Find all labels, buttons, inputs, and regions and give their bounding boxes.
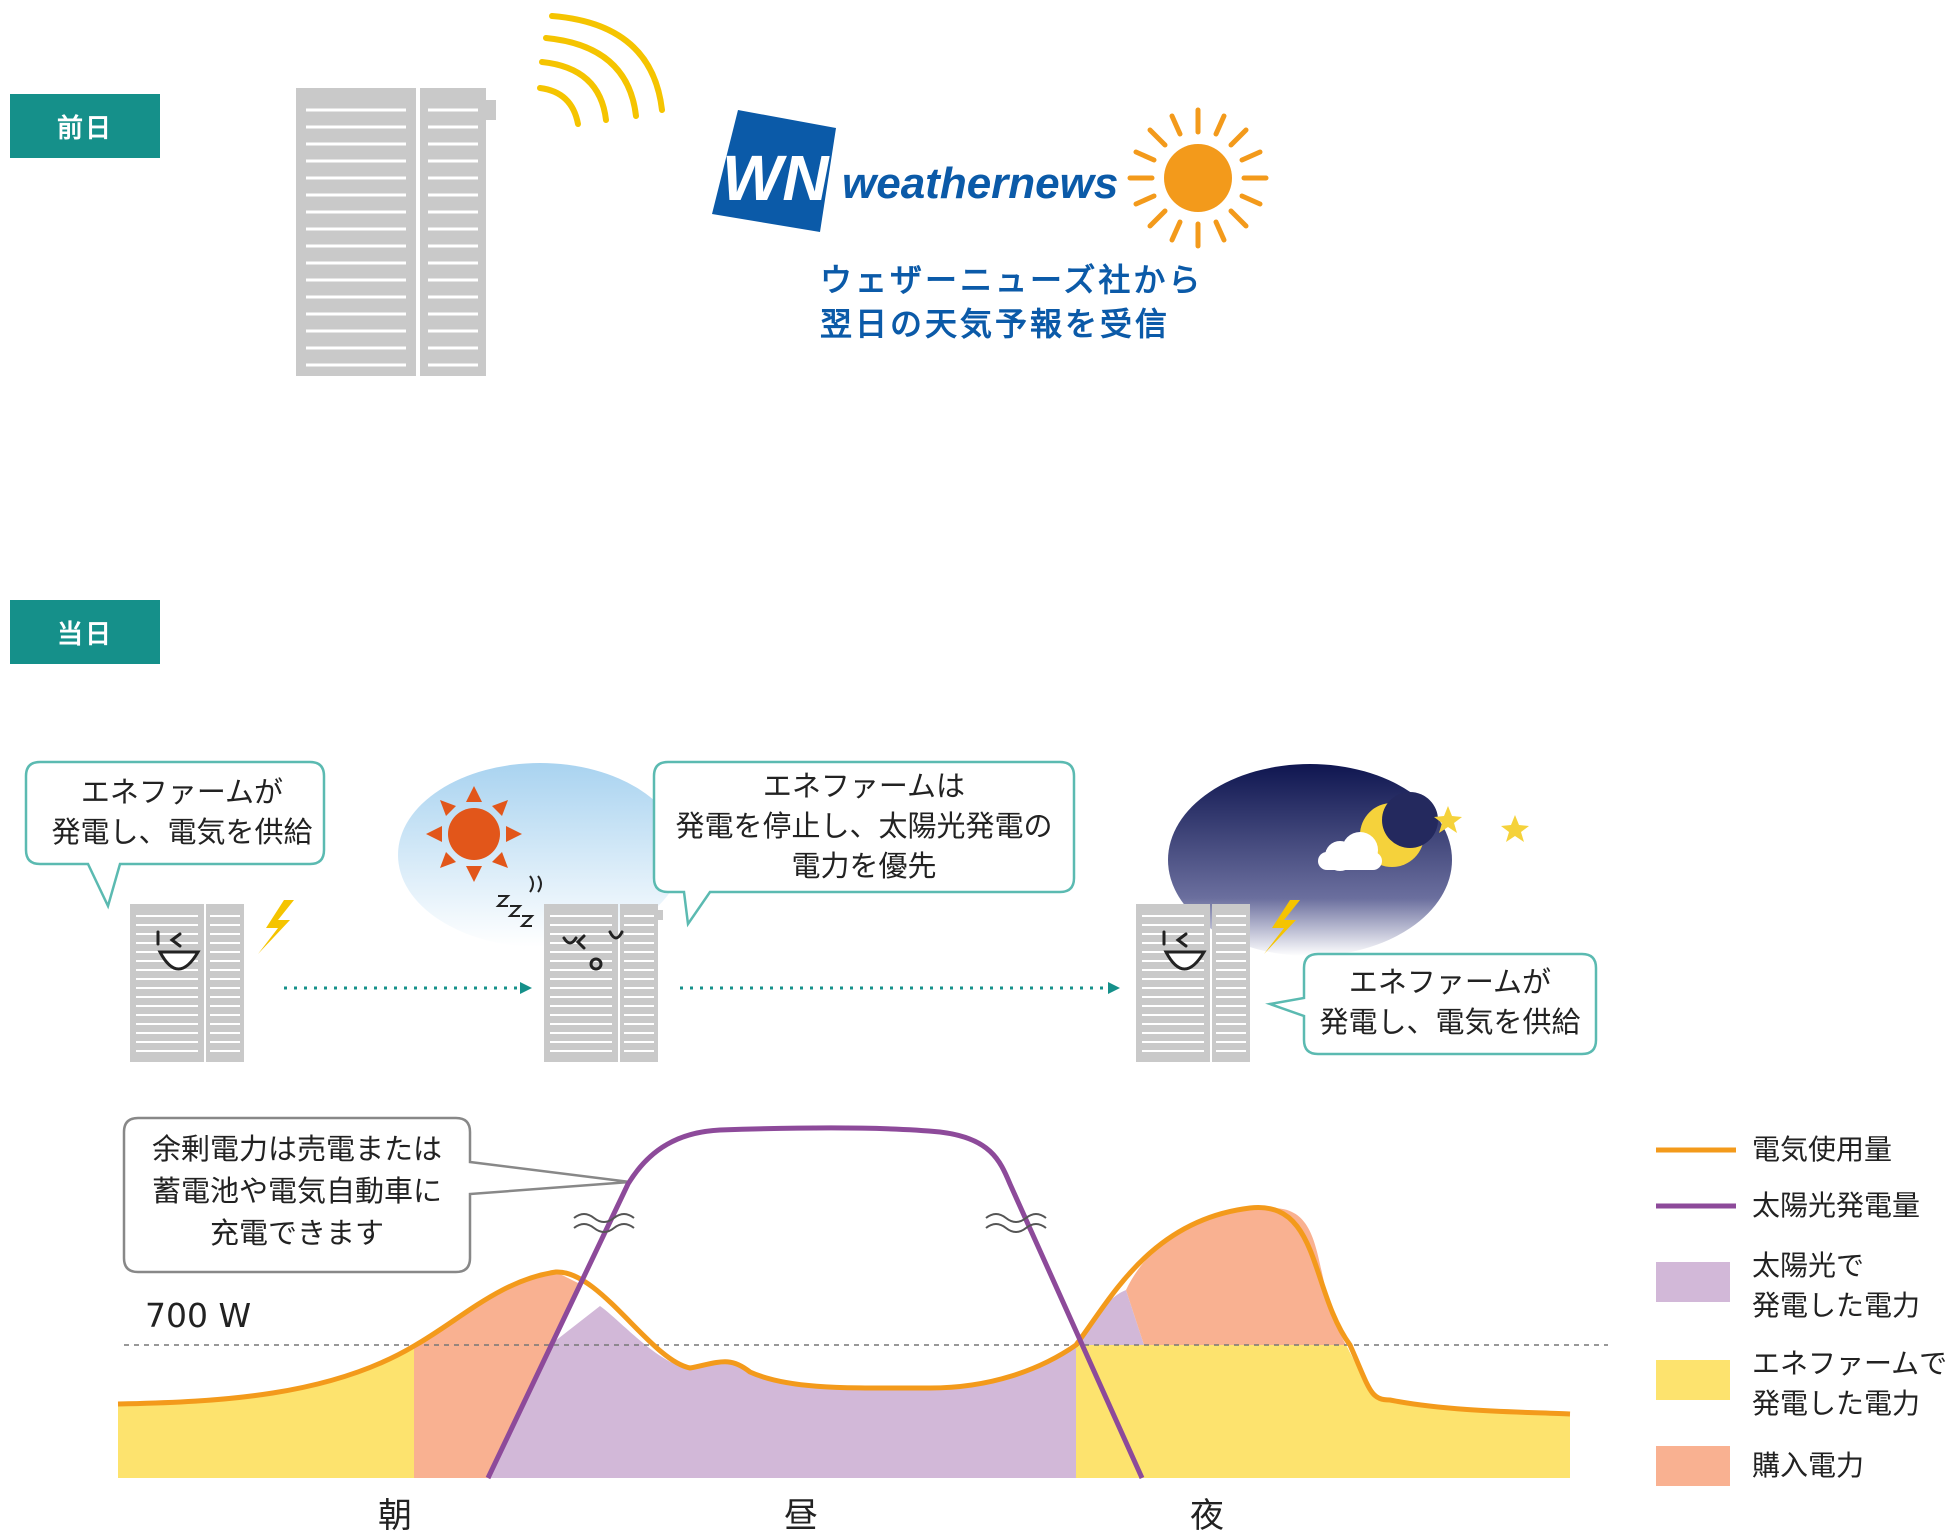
purchase-area [414, 1272, 580, 1478]
speech-bubble [652, 760, 1076, 928]
bubble-line: 発電し、電気を供給 [51, 815, 313, 849]
happy-face [156, 930, 201, 971]
period-noon: 昼 [784, 1496, 818, 1536]
bubble-line: 蓄電池や電気自動車に [151, 1174, 442, 1208]
bubble-line: 充電できます [209, 1216, 384, 1250]
bubble-line: 発電を停止し、太陽光発電の [675, 809, 1053, 843]
enefarm-unit-icon [1136, 904, 1250, 1062]
flow-arrow [284, 982, 532, 994]
weathernews-logo: WN weathernews [712, 110, 1118, 232]
legend-line: エネファームで [1752, 1347, 1948, 1380]
enefarm-unit-icon [296, 88, 496, 376]
same-day-tag: 当日 [10, 600, 160, 664]
solar-area [488, 1306, 1076, 1478]
legend-solar-area-label: 太陽光で 発電した電力 [1752, 1246, 1920, 1326]
signal-waves-icon [537, 13, 665, 127]
legend-line: 発電した電力 [1752, 1387, 1921, 1420]
sleeping-face [562, 930, 624, 971]
bubble-line: エネファームは [762, 769, 966, 803]
caption-line: ウェザーニューズ社から [820, 261, 1204, 299]
sun-icon [426, 786, 522, 882]
legend-purchase-swatch [1656, 1446, 1730, 1486]
lightning-icon [258, 900, 1300, 954]
speech-bubble [1265, 952, 1598, 1056]
svg-text:WN: WN [722, 142, 830, 214]
legend-purchase-label: 購入電力 [1752, 1449, 1865, 1482]
solar-area [1076, 1290, 1144, 1345]
bubble-line: 発電し、電気を供給 [1319, 1005, 1581, 1039]
bubble-line: 余剰電力は売電または [151, 1132, 442, 1166]
bubble-line: エネファームが [1348, 965, 1552, 999]
zzz-icon [495, 875, 542, 927]
legend-enefarm-swatch [1656, 1360, 1730, 1400]
happy-face [1162, 930, 1207, 971]
moon-icon [1360, 792, 1438, 867]
enefarm-area [1076, 1345, 1570, 1478]
star-icon [1434, 806, 1529, 842]
prev-day-tag: 前日 [10, 94, 160, 158]
cloud-icon [1318, 832, 1382, 871]
speech-bubble [122, 1116, 631, 1274]
axis-break-mark [573, 1213, 1047, 1233]
caption-line: 翌日の天気予報を受信 [820, 305, 1171, 343]
legend-enefarm-label: エネファームで 発電した電力 [1752, 1344, 1947, 1424]
solar-line [485, 1125, 1145, 1480]
period-morning: 朝 [378, 1496, 412, 1536]
legend-solar-area-swatch [1656, 1262, 1730, 1302]
enefarm-unit-icon [130, 904, 244, 1062]
weathernews-caption: ウェザーニューズ社から 翌日の天気予報を受信 [820, 258, 1203, 346]
sun-icon [1127, 107, 1269, 249]
surplus-bubble-text: 余剰電力は売電または 蓄電池や電気自動車に 充電できます [124, 1128, 470, 1254]
svg-text:weathernews: weathernews [842, 159, 1118, 208]
speech-bubble [24, 760, 326, 910]
enefarm-unit-icon [544, 904, 663, 1062]
noon-bubble-text: エネファームは 発電を停止し、太陽光発電の 電力を優先 [654, 766, 1074, 886]
purchase-area [1126, 1207, 1346, 1345]
legend-line: 発電した電力 [1752, 1289, 1921, 1322]
bubble-line: 電力を優先 [791, 849, 937, 883]
period-night: 夜 [1190, 1496, 1224, 1536]
legend-solar-label: 太陽光発電量 [1752, 1189, 1921, 1222]
legend-usage-label: 電気使用量 [1752, 1133, 1893, 1166]
energy-chart [117, 1125, 1608, 1480]
usage-line [117, 1205, 1571, 1417]
morning-bubble-text: エネファームが 発電し、電気を供給 [40, 772, 324, 852]
bubble-line: エネファームが [80, 775, 284, 809]
threshold-label: 700 W [145, 1296, 252, 1335]
flow-arrow [680, 982, 1120, 994]
night-bubble-text: エネファームが 発電し、電気を供給 [1304, 962, 1596, 1042]
legend-line: 太陽光で [1752, 1249, 1865, 1282]
